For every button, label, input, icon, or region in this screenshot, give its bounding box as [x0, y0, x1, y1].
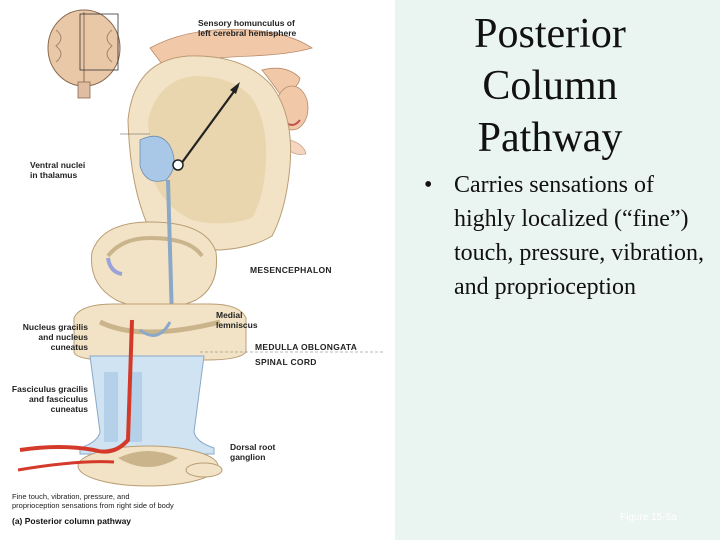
label-nucleus-gracilis: Nucleus gracilis and nucleus cuneatus [22, 322, 88, 352]
label-ventral-nuclei: Ventral nuclei in thalamus [30, 160, 86, 180]
figure-caption: Fine touch, vibration, pressure, and pro… [12, 492, 174, 526]
bullet-item: •Carries sensations of highly localized … [424, 172, 704, 300]
medulla-section [73, 303, 247, 361]
spinal-cord-section [17, 319, 223, 487]
label-dorsal-root-ganglion: Dorsal root ganglion [230, 442, 276, 462]
mesencephalon-section [91, 221, 218, 310]
label-sensory-homunculus: Sensory homunculus of left cerebral hemi… [198, 18, 297, 38]
cerebrum-section [120, 55, 292, 251]
label-spinal-cord: SPINAL CORD [255, 357, 317, 367]
label-fasciculus: Fasciculus gracilis and fasciculus cunea… [11, 384, 88, 414]
label-medulla-oblongata: MEDULLA OBLONGATA [255, 342, 358, 352]
bullet-list: •Carries sensations of highly localized … [420, 168, 705, 304]
figure-number: Figure 15-5a [620, 512, 677, 523]
slide-title: Posterior Column Pathway [474, 11, 626, 161]
figure-panel: Sensory homunculus of left cerebral hemi… [11, 9, 385, 526]
brain-thumbnail [47, 9, 121, 99]
label-mesencephalon: MESENCEPHALON [250, 265, 332, 275]
label-medial-lemniscus: Medial lemniscus [216, 310, 258, 330]
text-panel [395, 0, 720, 540]
thalamic-projection [177, 85, 239, 169]
posterior-column-diagram [17, 9, 385, 487]
